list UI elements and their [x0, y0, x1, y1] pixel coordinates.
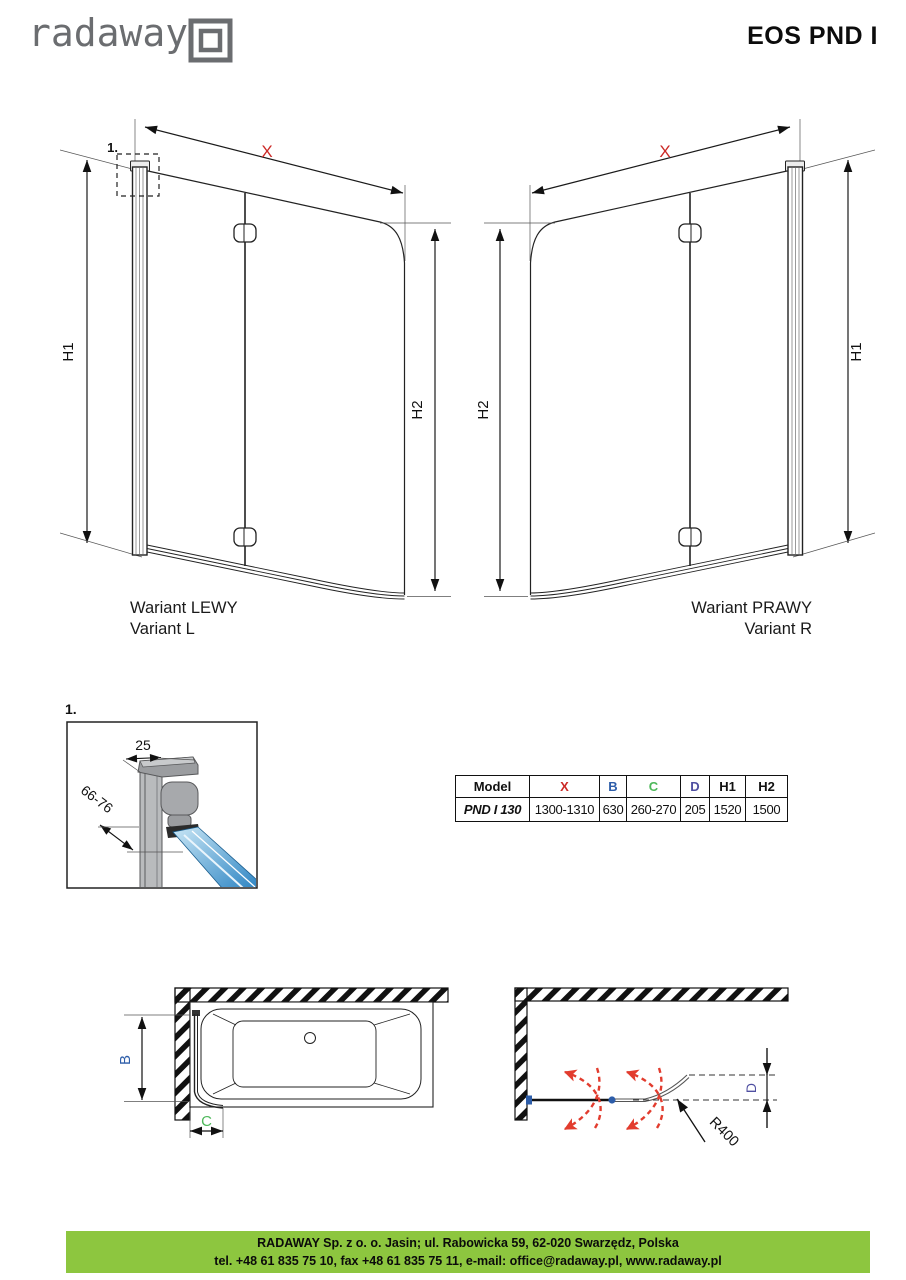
fold-hinge-dot [608, 1096, 616, 1104]
col-header-h1: H1 [709, 775, 746, 798]
caption-variant-right: Wariant PRAWY Variant R [612, 598, 812, 640]
plan-view-right-drawing: D R400 [514, 987, 789, 1150]
page-title: EOS PND I [747, 22, 878, 50]
cell-c: 260-270 [626, 797, 681, 822]
detail-view-drawing: 1. 25 66-76 [65, 701, 258, 889]
cell-b: 630 [599, 797, 627, 822]
caption-variant-left: Wariant LEWY Variant L [130, 598, 238, 640]
detail-view-marker: 1. [65, 701, 77, 717]
footer-bar: RADAWAY Sp. z o. o. Jasin; ul. Rabowicka… [66, 1231, 870, 1273]
logo-wordmark: radaway [28, 11, 189, 55]
footer-address-line: RADAWAY Sp. z o. o. Jasin; ul. Rabowicka… [257, 1236, 679, 1250]
col-header-model: Model [455, 775, 530, 798]
detail-callout-box [116, 153, 160, 197]
screen-wall-profile-plan [192, 1010, 200, 1016]
cell-model: PND I 130 [455, 797, 530, 822]
col-header-b: B [599, 775, 627, 798]
col-header-x: X [529, 775, 600, 798]
spec-table-data-row: PND I 130 1300-1310 630 260-270 205 1520… [455, 797, 788, 822]
plan-view-left-drawing: B C [117, 987, 449, 1138]
spec-table: Model X B C D H1 H2 PND I 130 1300-1310 … [455, 775, 788, 822]
dim-d-label: D [743, 1083, 759, 1093]
col-header-h2: H2 [745, 775, 788, 798]
dim-x-label: X [659, 142, 670, 161]
detail-marker-label: 1. [107, 140, 118, 155]
logo-square-icon [188, 18, 233, 63]
dim-h2-label: H2 [475, 400, 492, 419]
caption-variant-right-en: Variant R [744, 620, 812, 638]
wall-profile-plan [526, 1095, 532, 1105]
dim-h1-label: H1 [848, 342, 865, 361]
dim-b-label: B [117, 1055, 134, 1065]
caption-variant-left-pl: Wariant LEWY [130, 599, 238, 617]
cell-h2: 1500 [745, 797, 788, 822]
cell-d: 205 [680, 797, 710, 822]
dim-h2-label: H2 [409, 400, 426, 419]
dim-c-label: C [201, 1113, 212, 1130]
col-header-d: D [680, 775, 710, 798]
radius-r400-label: R400 [706, 1114, 742, 1150]
footer-contact-line: tel. +48 61 835 75 10, fax +48 61 835 75… [214, 1254, 722, 1268]
spec-table-header-row: Model X B C D H1 H2 [455, 775, 788, 798]
cell-x: 1300-1310 [529, 797, 600, 822]
front-view-left-drawing: 1. X H1 H2 [60, 105, 460, 650]
radaway-logo: radaway [28, 14, 188, 52]
cell-h1: 1520 [709, 797, 746, 822]
dim-x-label: X [261, 142, 272, 161]
front-view-right-drawing: X H1 H2 [475, 105, 875, 650]
dim-h1-label: H1 [60, 342, 77, 361]
caption-variant-right-pl: Wariant PRAWY [691, 599, 812, 617]
caption-variant-left-en: Variant L [130, 620, 195, 638]
detail-dim-25-label: 25 [135, 737, 151, 753]
col-header-c: C [626, 775, 681, 798]
